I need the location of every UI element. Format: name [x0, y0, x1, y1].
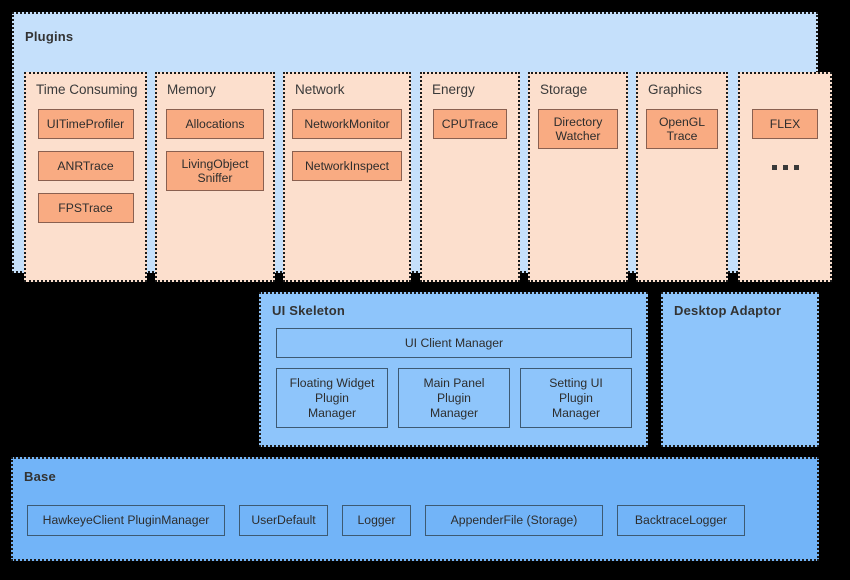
base-box-logger[interactable]: Logger: [342, 505, 411, 536]
plugin-box-cputrace[interactable]: CPUTrace: [433, 109, 507, 139]
plugin-category-other: FLEX: [738, 72, 832, 282]
base-box-hawkeyeclient-pluginmanager[interactable]: HawkeyeClient PluginManager: [27, 505, 225, 536]
base-panel: Base HawkeyeClient PluginManager UserDefa…: [11, 457, 819, 561]
base-box-appenderfile-storage[interactable]: AppenderFile (Storage): [425, 505, 603, 536]
plugin-category-items: FLEX: [740, 109, 830, 170]
plugin-box-flex[interactable]: FLEX: [752, 109, 818, 139]
base-items-row: HawkeyeClient PluginManager UserDefault Lo…: [27, 505, 745, 536]
base-box-userdefault[interactable]: UserDefault: [239, 505, 328, 536]
plugin-box-anrtrace[interactable]: ANRTrace: [37, 151, 134, 181]
plugin-category-title: Network: [295, 82, 345, 97]
plugin-category-title: Memory: [167, 82, 216, 97]
desktop-adaptor-title: Desktop Adaptor: [674, 303, 782, 318]
base-panel-title: Base: [24, 469, 56, 484]
plugin-box-networkmonitor[interactable]: NetworkMonitor: [292, 109, 402, 139]
plugin-category-title: Time Consuming: [36, 82, 138, 97]
plugin-box-fpstrace[interactable]: FPSTrace: [37, 193, 134, 223]
plugin-category-title: Graphics: [648, 82, 703, 97]
plugin-box-networkinspect[interactable]: NetworkInspect: [292, 151, 402, 181]
plugin-box-uitimeprofiler[interactable]: UITimeProfiler: [37, 109, 134, 139]
ui-client-manager-box[interactable]: UI Client Manager: [276, 328, 632, 358]
plugin-category-title: Energy: [432, 82, 475, 97]
base-box-backtracelogger[interactable]: BacktraceLogger: [617, 505, 745, 536]
plugin-box-allocations[interactable]: Allocations: [166, 109, 264, 139]
desktop-adaptor-panel: Desktop Adaptor: [661, 292, 819, 447]
ui-skeleton-title: UI Skeleton: [272, 303, 345, 318]
plugin-category-title: Storage: [540, 82, 588, 97]
ui-skeleton-panel: UI Skeleton UI Client Manager Floating W…: [259, 292, 648, 447]
plugin-category-items: CPUTrace: [422, 109, 518, 139]
plugins-panel-title: Plugins: [25, 29, 74, 44]
more-plugins-ellipsis-icon: [771, 165, 799, 170]
